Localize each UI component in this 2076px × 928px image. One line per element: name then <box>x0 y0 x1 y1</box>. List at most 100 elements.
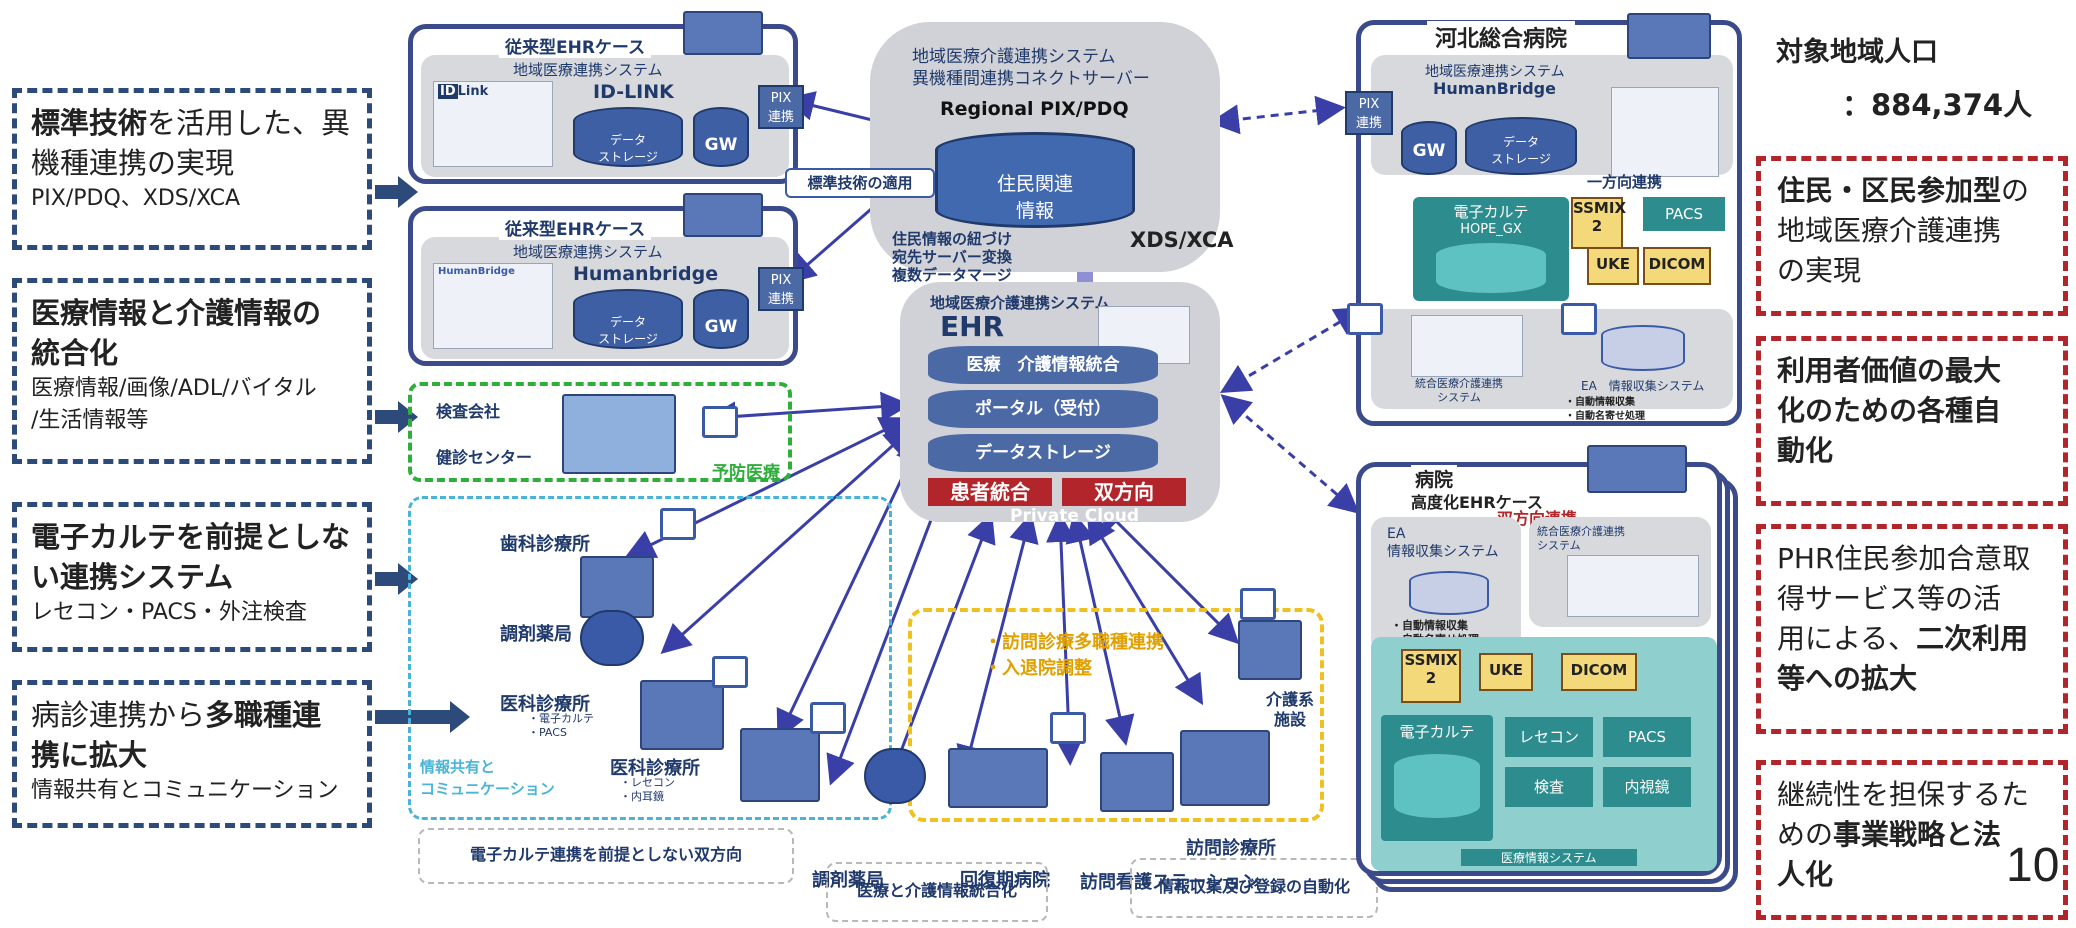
ssmix-doc: SSMIX 2 <box>1401 649 1461 703</box>
server-icon <box>1627 13 1711 59</box>
right-box-text: 得サービス等の活 <box>1777 582 2002 615</box>
left-box-bold: い連携システム <box>31 560 234 594</box>
pharmacy-label: 調剤薬局 <box>500 624 572 645</box>
screen-thumbnail: HumanBridge <box>433 263 553 349</box>
monitor-icon <box>712 656 748 688</box>
screen-thumbnail <box>1567 555 1699 617</box>
pharmacy-icon <box>864 748 926 804</box>
patient-integration-badge: 患者統合 <box>928 478 1052 506</box>
right-box-bold: 二次利用 <box>1916 622 2029 655</box>
gw-cylinder: GW <box>1401 121 1457 175</box>
caption-integration: 医療と介護情報統合化 <box>826 862 1048 922</box>
right-box-bold: 住民・区民参加型 <box>1777 174 2002 207</box>
emr-box: 電子カルテ HOPE_GX <box>1413 197 1569 301</box>
ea-cylinder <box>1601 325 1685 371</box>
kahoku-hospital-box: 河北総合病院 地域医療連携システム HumanBridge PIX 連携 GW … <box>1345 13 1742 426</box>
pacs-box: PACS <box>1603 717 1691 757</box>
ea-label: EA 情報収集システム <box>1387 526 1499 560</box>
left-box-text: 機種連携の実現 <box>31 146 235 180</box>
left-box-bold: 医療情報と介護情報の <box>31 296 322 330</box>
right-box-text: 化のための各種自 <box>1777 394 2002 427</box>
clinic-1-sub: ・電子カルテ ・PACS <box>528 712 594 739</box>
monitor-icon <box>1347 303 1383 335</box>
home-pharmacy-label: 調剤薬局 <box>812 870 884 891</box>
inspection-company-label: 検査会社 <box>436 402 501 421</box>
auto-collect-label: ・自動情報収集 <box>1391 619 1468 632</box>
server-note: 複数データマージ <box>892 266 1012 284</box>
pix-link-box: PIX 連携 <box>1345 91 1393 135</box>
left-box-integration: 医療情報と介護情報の 統合化 医療情報/画像/ADL/バイタル /生活情報等 <box>12 278 372 464</box>
kahoku-product-label: HumanBridge <box>1433 79 1556 98</box>
oneway-label: 一方向連携 <box>1587 173 1663 191</box>
integrated-system-label: 統合医療介護連携 システム <box>1537 525 1625 552</box>
left-box-text: 病診連携から <box>31 698 206 732</box>
rehab-hospital-label: 回復期病院 <box>960 870 1050 891</box>
ehr-label: EHR <box>940 310 1005 343</box>
right-box-bold: 人化 <box>1777 858 1834 891</box>
ea-cylinder <box>1409 571 1489 615</box>
dicom-doc: DICOM <box>1561 653 1637 691</box>
clinic-building-icon <box>740 728 820 802</box>
right-box-text: の実現 <box>1777 254 1862 287</box>
auto-merge-label: ・自動名寄せ処理 <box>1565 411 1645 422</box>
nursing-station-icon <box>1100 752 1174 812</box>
monitor-icon <box>660 508 696 540</box>
home-care-bullet: ・訪問診療多職種連携 <box>984 632 1164 653</box>
left-box-standard: 標準技術を活用した、異 機種連携の実現 PIX/PDQ、XDS/XCA <box>12 88 372 250</box>
right-box-resident-participation: 住民・区民参加型の 地域医療介護連携 の実現 <box>1756 156 2068 316</box>
left-box-bold: 携に拡大 <box>31 738 148 772</box>
left-box-sub: レセコン・PACS・外注検査 <box>31 600 307 625</box>
ehr-case-2: 従来型EHRケース 地域医療連携システム Humanbridge HumanBr… <box>408 193 804 366</box>
server-title-1: 地域医療介護連携システム <box>912 47 1116 67</box>
private-cloud-label: Private Cloud <box>1010 506 1140 526</box>
population-value: ：884,374人 <box>1842 88 2033 122</box>
data-storage-cylinder: データ ストレージ <box>573 107 683 167</box>
kahoku-title: 河北総合病院 <box>1427 21 1576 53</box>
clinic-1-label: 医科診療所 <box>500 694 590 715</box>
standard-tech-label: 標準技術の適用 <box>785 168 935 198</box>
ehr-logo: HumanBridge <box>438 266 515 277</box>
server-note: 宛先サーバー変換 <box>892 248 1012 266</box>
gw-cylinder: GW <box>693 107 749 167</box>
preventive-tag: 予防医療 <box>712 463 780 483</box>
xds-xca-label: XDS/XCA <box>1130 228 1234 252</box>
med-info-system-label: 医療情報システム <box>1461 849 1637 866</box>
dental-clinic-label: 歯科診療所 <box>500 534 590 555</box>
left-box-bold: 統合化 <box>31 336 119 370</box>
uke-doc: UKE <box>1479 653 1533 691</box>
care-facility-label: 介護系 施設 <box>1266 690 1315 729</box>
right-box-text: めの <box>1777 818 1834 851</box>
server-note: 住民情報の紐づけ <box>892 230 1013 248</box>
rececon-box: レセコン <box>1505 717 1593 757</box>
screen-thumbnail <box>1411 315 1523 377</box>
cloud-system-label: 地域医療介護連携システム <box>930 294 1110 312</box>
left-box-sub: /生活情報等 <box>31 408 149 433</box>
server-title-2: 異機種間連携コネクトサーバー <box>912 69 1150 89</box>
right-box-bold: 等への拡大 <box>1777 662 1918 695</box>
left-box-sub: PIX/PDQ、XDS/XCA <box>31 186 241 211</box>
right-box-text: 継続性を担保するた <box>1777 778 2030 811</box>
left-box-bold: 電子カルテを前提としな <box>31 520 351 554</box>
hospital-case-label: 高度化EHRケース <box>1411 493 1543 512</box>
endoscope-box: 内視鏡 <box>1603 767 1691 807</box>
ehr-system-label: 地域医療連携システム <box>513 243 663 261</box>
connect-server-cloud: 地域医療介護連携システム 異機種間連携コネクトサーバー Regional PIX… <box>870 22 1220 284</box>
emr-name: HOPE_GX <box>1460 222 1522 237</box>
care-facility-icon <box>1238 620 1302 680</box>
right-box-bold: 事業戦略と法 <box>1833 818 2002 851</box>
ehr-product-label: Humanbridge <box>573 263 719 285</box>
regional-pix-label: Regional PIX/PDQ <box>940 98 1129 120</box>
pix-link-box: PIX 連携 <box>758 85 804 129</box>
caption-non-emr: 電子カルテ連携を前提としない双方向 <box>418 828 794 884</box>
ssmix-doc: SSMIX 2 <box>1571 197 1626 249</box>
left-box-sub: 医療情報/画像/ADL/バイタル <box>31 376 317 401</box>
share-label: 情報共有と コミュニケーション <box>420 758 555 798</box>
clinic-2-label: 医科診療所 <box>610 758 700 779</box>
advanced-hospital-box: 病院 高度化EHRケース 双方向連携 EA 情報収集システム ・自動情報収集 ・… <box>1356 445 1722 876</box>
nursing-station-label: 訪問看護ステーション <box>1080 872 1260 893</box>
screen-thumbnail <box>1611 87 1719 177</box>
pix-link-box: PIX 連携 <box>758 267 804 311</box>
ehr-product-label: ID-LINK <box>593 81 674 103</box>
